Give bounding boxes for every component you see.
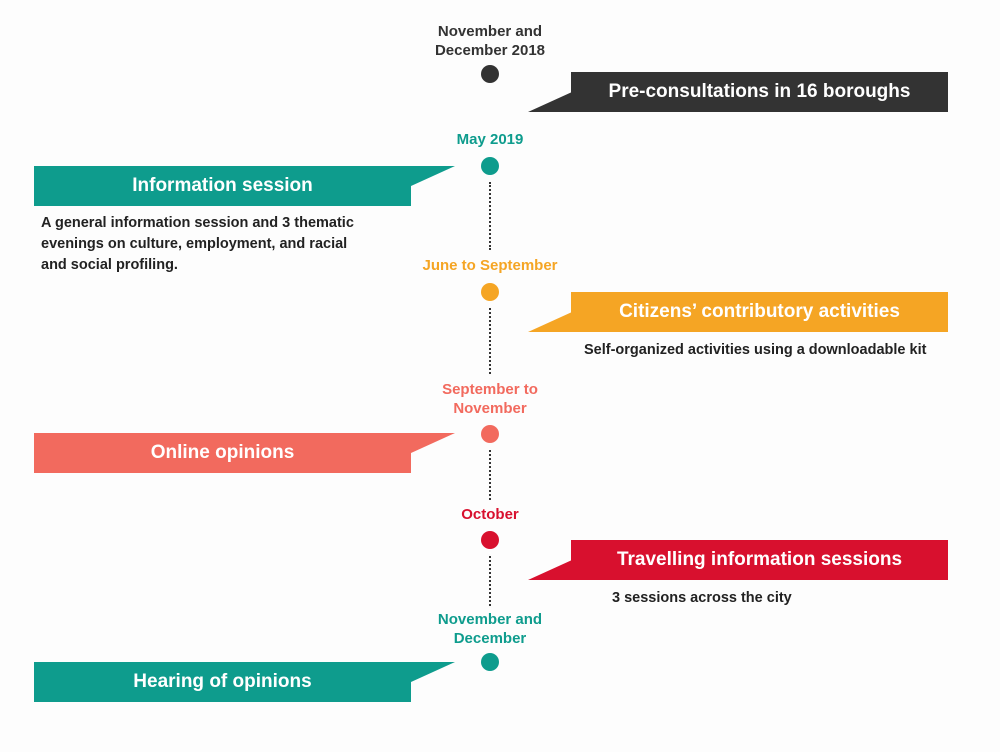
description-line: 3 sessions across the city xyxy=(612,590,792,606)
timeline-dot-hearing-of-opinions xyxy=(481,653,499,671)
timeline-connector xyxy=(489,308,491,374)
event-title: Online opinions xyxy=(150,442,295,463)
event-banner-online-opinions: Online opinions xyxy=(34,433,411,473)
description-line: Self-organized activities using a downlo… xyxy=(584,342,927,358)
timeline-connector xyxy=(489,182,491,250)
timeline-dot-travelling-sessions xyxy=(481,531,499,549)
date-line: September to xyxy=(442,381,538,398)
date-line: December xyxy=(453,630,527,647)
date-line: June to September xyxy=(422,257,558,274)
event-banner-travelling-sessions: Travelling information sessions xyxy=(571,540,948,580)
event-date-citizens-activities: June to September xyxy=(400,256,580,275)
event-banner-information-session: Information session xyxy=(34,166,411,206)
event-date-preconsultations: November and December 2018 xyxy=(400,22,580,60)
event-date-hearing-of-opinions: November and December xyxy=(400,610,580,648)
event-title: Citizens’ contributory activities xyxy=(619,301,900,322)
date-line: November xyxy=(453,400,527,417)
date-line: November and xyxy=(437,611,543,628)
timeline-dot-online-opinions xyxy=(481,425,499,443)
banner-tail-citizens-activities xyxy=(528,292,572,332)
banner-tail-online-opinions xyxy=(411,433,455,473)
event-banner-citizens-activities: Citizens’ contributory activities xyxy=(571,292,948,332)
event-title: Hearing of opinions xyxy=(133,671,312,692)
timeline-connector xyxy=(489,450,491,500)
date-line: December 2018 xyxy=(434,42,546,59)
event-description-citizens-activities: Self-organized activities using a downlo… xyxy=(584,340,964,361)
timeline-dot-citizens-activities xyxy=(481,283,499,301)
banner-tail-hearing-of-opinions xyxy=(411,662,455,702)
event-title: Pre-consultations in 16 boroughs xyxy=(608,81,911,102)
event-date-travelling-sessions: October xyxy=(400,505,580,524)
description-line: and social profiling. xyxy=(41,257,178,273)
banner-tail-preconsultations xyxy=(528,72,572,112)
timeline-dot-preconsultations xyxy=(481,65,499,83)
date-line: May 2019 xyxy=(456,131,524,148)
event-title: Travelling information sessions xyxy=(616,549,903,570)
timeline-dot-information-session xyxy=(481,157,499,175)
banner-tail-information-session xyxy=(411,166,455,206)
timeline-connector xyxy=(489,556,491,606)
description-line: evenings on culture, employment, and rac… xyxy=(41,236,348,252)
event-date-online-opinions: September to November xyxy=(400,380,580,418)
date-line: November and xyxy=(437,23,543,40)
description-line: A general information session and 3 them… xyxy=(41,215,354,231)
event-title: Information session xyxy=(132,175,313,196)
event-banner-hearing-of-opinions: Hearing of opinions xyxy=(34,662,411,702)
date-line: October xyxy=(461,506,519,523)
event-description-information-session: A general information session and 3 them… xyxy=(41,213,401,276)
event-date-information-session: May 2019 xyxy=(400,130,580,149)
event-banner-preconsultations: Pre-consultations in 16 boroughs xyxy=(571,72,948,112)
event-description-travelling-sessions: 3 sessions across the city xyxy=(612,588,912,609)
banner-tail-travelling-sessions xyxy=(528,540,572,580)
